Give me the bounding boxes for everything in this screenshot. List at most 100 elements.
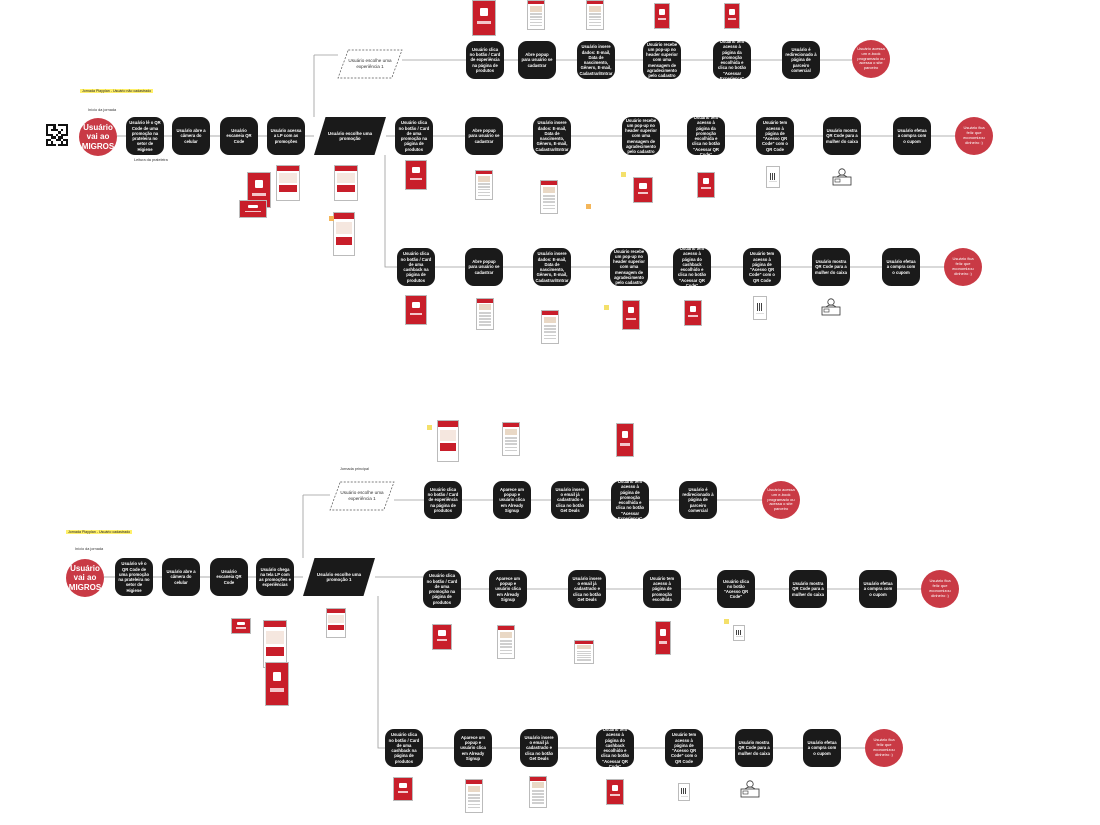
top-promo-step-8[interactable]: Usuário efetua a compra com o cupom xyxy=(893,117,931,155)
bottom-experience-step-3[interactable]: Usuário insere o email já cadastrado e c… xyxy=(551,481,589,519)
bottom-screen-mockup-15 xyxy=(529,776,547,808)
connector xyxy=(377,596,385,749)
bottom-choice-node[interactable]: Usuário escolhe uma promoção 1 xyxy=(303,558,375,596)
bottom-cashback-step-7[interactable]: Usuário efetua a compra com o cupom xyxy=(803,729,841,767)
top-sticky-note-4 xyxy=(329,216,334,221)
top-experience-node-outline xyxy=(337,49,403,79)
bottom-promo-step-1[interactable]: Usuário clica no botão / Card de uma pro… xyxy=(423,570,461,608)
bottom-screen-mockup-17 xyxy=(678,783,690,801)
bottom-cashback-end: Usuário fica feliz que economizou dinhei… xyxy=(865,729,903,767)
top-promo-step-4[interactable]: Usuário recebe um pop-up no header super… xyxy=(622,117,660,155)
top-choice-node[interactable]: Usuário escolhe uma promoção xyxy=(314,117,386,155)
top-cashback-step-4[interactable]: Usuário recebe um pop-up no header super… xyxy=(610,248,648,286)
bottom-experience-step-2[interactable]: Aparece um popup e usuário clica em Alre… xyxy=(493,481,531,519)
top-promo-step-3[interactable]: Usuário insere dados: E-mail, Data de na… xyxy=(533,117,571,155)
bottom-sticky-note-2 xyxy=(724,619,729,624)
bottom-experience-step-5[interactable]: Usuário é redirecionado à página de parc… xyxy=(679,481,717,519)
top-screen-mockup-1 xyxy=(472,0,496,36)
top-screen-mockup-11 xyxy=(540,180,558,214)
top-screen-mockup-2 xyxy=(527,0,545,30)
bottom-experience-node[interactable]: Usuário escolhe uma experiência 1 xyxy=(340,490,384,501)
bottom-experience-node-outline xyxy=(329,481,395,511)
bottom-promo-step-4[interactable]: Usuário tem acesso à página de promoção … xyxy=(643,570,681,608)
top-screen-mockup-19 xyxy=(541,310,559,344)
top-main-step-3[interactable]: Usuário escaneia QR Code xyxy=(220,117,258,155)
top-cashback-step-3[interactable]: Usuário insere dados: E-mail, Data de na… xyxy=(533,248,571,286)
top-experience-step-5[interactable]: Usuário tem acesso à página da promoção … xyxy=(713,41,751,79)
bottom-cashback-step-1[interactable]: Usuário clica no botão / Card de uma cas… xyxy=(385,729,423,767)
top-start-node: Usuário vai ao MIGROS xyxy=(79,118,117,156)
top-screen-mockup-22 xyxy=(753,296,767,320)
top-experience-end: Usuário acessa um e-book programado ou a… xyxy=(852,40,890,78)
bottom-main-step-2[interactable]: Usuário abre a câmera do celular xyxy=(162,558,200,596)
bottom-main-tag: Jornada principal xyxy=(340,467,369,471)
top-promo-step-7[interactable]: Usuário mostra QR Code para a mulher do … xyxy=(823,117,861,155)
bottom-main-step-4[interactable]: Usuário chega na tela LP com as promoçõe… xyxy=(256,558,294,596)
top-promo-step-1[interactable]: Usuário clica no botão / Card de uma pro… xyxy=(395,117,433,155)
top-experience-step-6[interactable]: Usuário é redirecionado à página de parc… xyxy=(782,41,820,79)
top-promo-step-6[interactable]: Usuário tem acesso à página de "Acesso Q… xyxy=(756,117,794,155)
top-sticky-note-2 xyxy=(586,204,591,209)
bottom-screen-mockup-6 xyxy=(265,662,289,706)
bottom-main-step-1[interactable]: Usuário vê o QR Code de uma promoção na … xyxy=(115,558,153,596)
bottom-screen-mockup-16 xyxy=(606,779,624,805)
top-main-step-1[interactable]: Usuário lê o QR Code de uma promoção na … xyxy=(126,117,164,155)
top-sticky-note-3 xyxy=(604,305,609,310)
top-screen-mockup-21 xyxy=(684,300,702,326)
top-sticky-note-1 xyxy=(621,172,626,177)
top-main-step-2[interactable]: Usuário abre a câmera do celular xyxy=(172,117,210,155)
top-experience-step-4[interactable]: Usuário recebe um pop-up no header super… xyxy=(643,41,681,79)
top-experience-step-3[interactable]: Usuário insere dados: E-mail, Data de na… xyxy=(577,41,615,79)
top-screen-mockup-5 xyxy=(724,3,740,29)
bottom-experience-step-4[interactable]: Usuário tem acesso à página de promoção … xyxy=(611,481,649,519)
bottom-cashback-step-5[interactable]: Usuário tem acesso à página de "Acesso Q… xyxy=(665,729,703,767)
bottom-cashback-step-2[interactable]: Aparece um popup e usuário clica em Alre… xyxy=(454,729,492,767)
bottom-screen-mockup-9 xyxy=(497,625,515,659)
bottom-screen-mockup-5 xyxy=(326,608,346,638)
bottom-promo-end: Usuário fica feliz que economizou dinhei… xyxy=(921,570,959,608)
top-cashback-step-7[interactable]: Usuário mostra QR Code para a mulher do … xyxy=(812,248,850,286)
top-screen-mockup-18 xyxy=(476,298,494,330)
bottom-cashback-step-3[interactable]: Usuário insere o email já cadastrado e c… xyxy=(520,729,558,767)
bottom-experience-step-1[interactable]: Usuário clica no botão / Card de experiê… xyxy=(424,481,462,519)
top-cashback-step-5[interactable]: Usuário tem acesso à página do cashback … xyxy=(673,248,711,286)
top-start-label: Início da jornada xyxy=(88,108,117,112)
top-screen-mockup-3 xyxy=(586,0,604,30)
top-screen-mockup-17 xyxy=(405,295,427,325)
bottom-promo-step-7[interactable]: Usuário efetua a compra com o cupom xyxy=(859,570,897,608)
top-screen-mockup-16 xyxy=(239,200,267,218)
top-promo-step-2[interactable]: Abre popup para usuário se cadastrar xyxy=(465,117,503,155)
bottom-screen-mockup-7 xyxy=(231,618,251,634)
bottom-promo-step-5[interactable]: Usuário clica no botão "Acesso QR Code" xyxy=(717,570,755,608)
bottom-screen-mockup-14 xyxy=(465,779,483,813)
top-screen-mockup-15 xyxy=(333,212,355,256)
top-screen-mockup-4 xyxy=(654,3,670,29)
top-cashback-step-6[interactable]: Usuário tem acesso à página de "Acesso Q… xyxy=(743,248,781,286)
bottom-cashback-step-6[interactable]: Usuário mostra QR Code para a mulher do … xyxy=(735,729,773,767)
bottom-section-tag: Jornada Playplan - Usuário cadastrado xyxy=(66,530,133,534)
bottom-promo-step-3[interactable]: Usuário insere o email já cadastrado e c… xyxy=(568,570,606,608)
bottom-cashier-icon-1 xyxy=(740,778,760,798)
bottom-promo-step-6[interactable]: Usuário mostra QR Code para a mulher do … xyxy=(789,570,827,608)
bottom-screen-mockup-4 xyxy=(263,620,287,668)
top-experience-node[interactable]: Usuário escolhe uma experiência 1 xyxy=(348,58,392,69)
top-screen-mockup-20 xyxy=(622,300,640,330)
bottom-screen-mockup-8 xyxy=(432,624,452,650)
bottom-screen-mockup-3 xyxy=(616,423,634,457)
top-screen-mockup-13 xyxy=(697,172,715,198)
bottom-promo-step-2[interactable]: Aparece um popup e usuário clica em Alre… xyxy=(489,570,527,608)
bottom-start-node: Usuário vai ao MIGROS xyxy=(66,559,104,597)
top-cashback-step-1[interactable]: Usuário clica no botão / Card de uma cas… xyxy=(397,248,435,286)
top-main-step-4[interactable]: Usuário acessa a LP com as promoções xyxy=(267,117,305,155)
top-cashback-step-2[interactable]: Abre popup para usuário se cadastrar xyxy=(465,248,503,286)
top-promo-step-5[interactable]: Usuário tem acesso à página da promoção … xyxy=(687,117,725,155)
bottom-cashback-step-4[interactable]: Usuário tem acesso à página do cashback … xyxy=(596,729,634,767)
top-experience-step-2[interactable]: Abre popup para usuário se cadastrar xyxy=(518,41,556,79)
top-cashback-step-8[interactable]: Usuário efetua a compra com o cupom xyxy=(882,248,920,286)
bottom-main-step-3[interactable]: Usuário escaneia QR Code xyxy=(210,558,248,596)
top-experience-step-1[interactable]: Usuário clica no botão / Card de experiê… xyxy=(466,41,504,79)
top-screen-mockup-14 xyxy=(766,166,780,188)
top-screen-mockup-10 xyxy=(475,170,493,200)
